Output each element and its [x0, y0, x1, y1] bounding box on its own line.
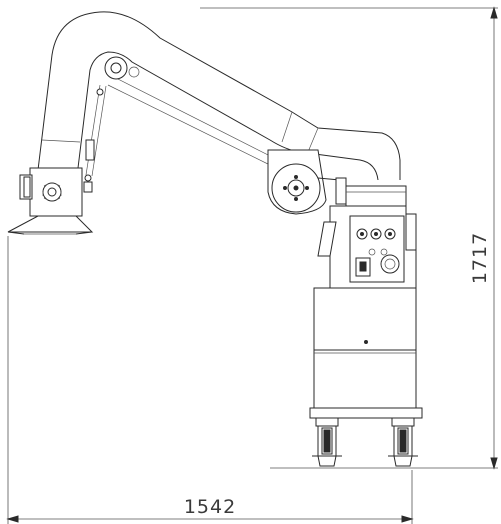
arm-base-joint: [267, 149, 347, 215]
width-dimension: 1542: [6, 236, 414, 524]
machine-body: [309, 185, 423, 419]
wheel-left: [312, 417, 342, 467]
caster-wheels: [312, 417, 418, 467]
width-label: 1542: [184, 496, 236, 518]
height-dimension: 1717: [200, 6, 498, 470]
extraction-arm: [37, 11, 401, 193]
suction-hood: [7, 167, 94, 235]
wheel-right: [388, 417, 418, 467]
height-label: 1717: [469, 232, 491, 284]
